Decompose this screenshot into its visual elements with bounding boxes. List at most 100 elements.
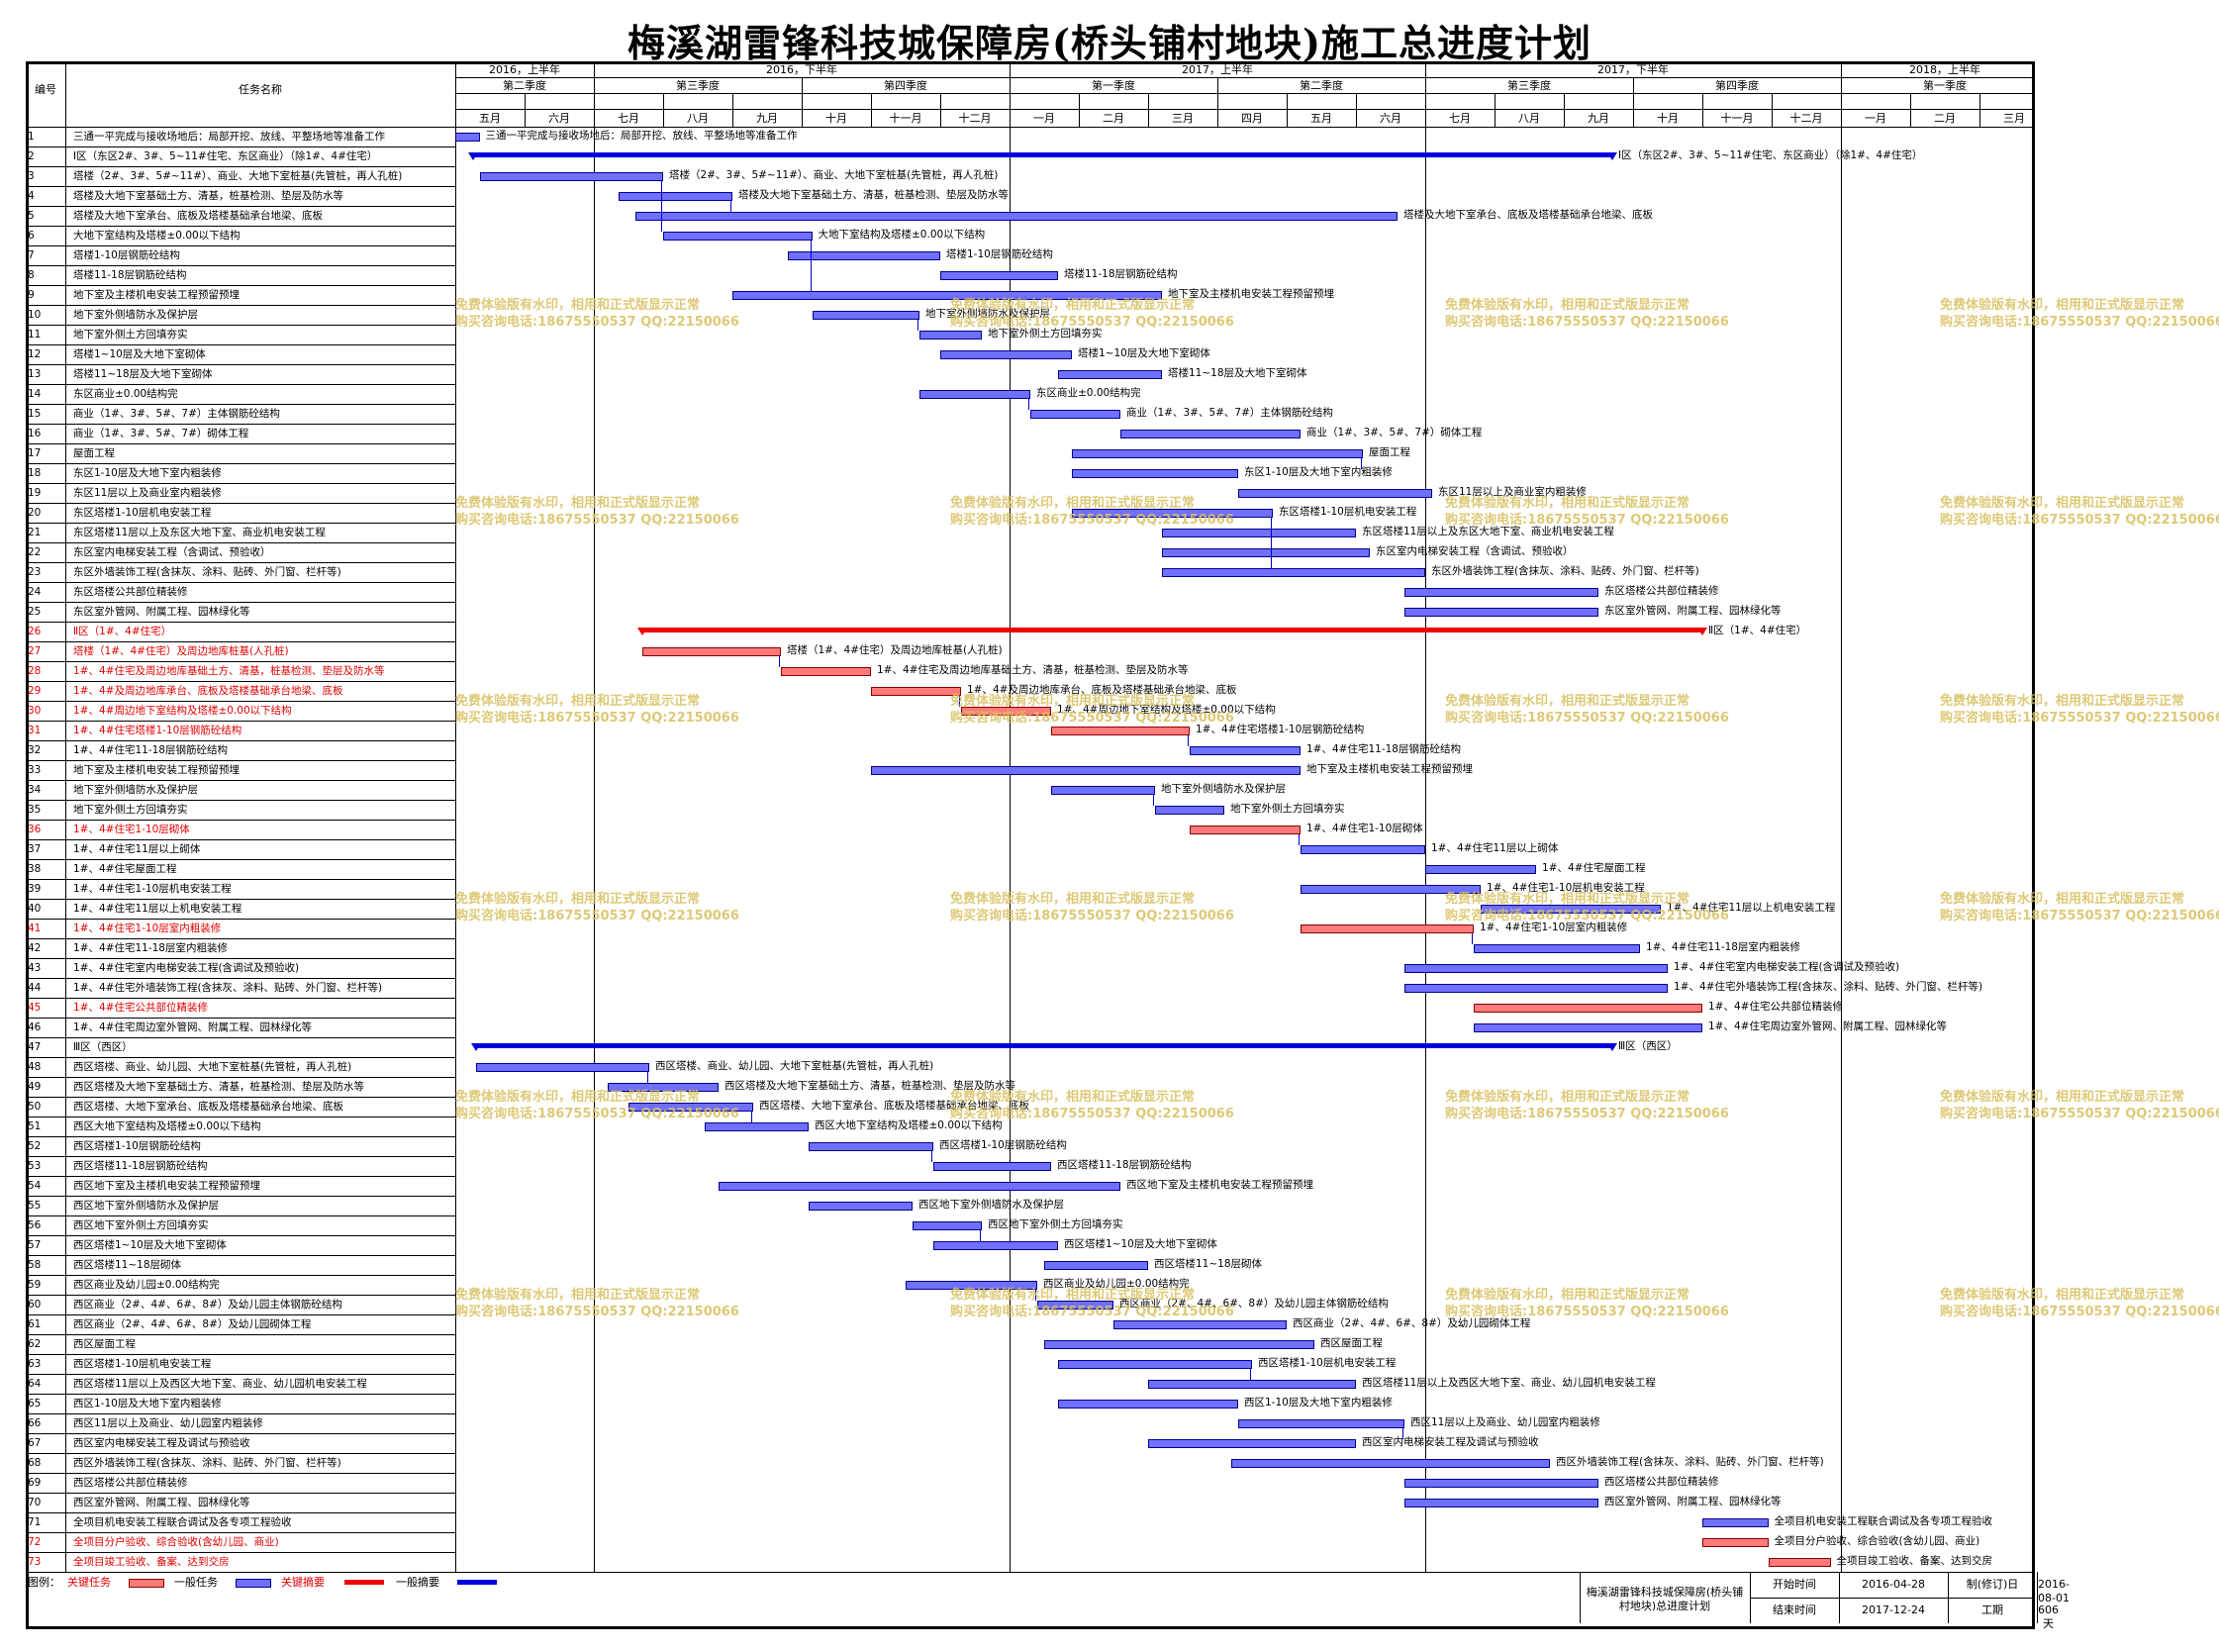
- critical-task-bar[interactable]: [1768, 1558, 1831, 1567]
- task-bar[interactable]: [1238, 1419, 1404, 1428]
- task-name[interactable]: Ⅱ区（1#、4#住宅）: [73, 626, 172, 637]
- task-name[interactable]: 塔楼及大地下室承台、底板及塔楼基础承台地梁、底板: [73, 210, 323, 222]
- task-name[interactable]: 1#、4#住宅1-10层砌体: [73, 824, 190, 835]
- task-name[interactable]: 东区室内电梯安装工程（含调试、预验收）: [73, 546, 271, 558]
- summary-bar[interactable]: [476, 1043, 1612, 1048]
- task-bar[interactable]: [618, 192, 732, 201]
- task-bar[interactable]: [1072, 469, 1238, 478]
- task-bar[interactable]: [1425, 865, 1536, 874]
- task-name[interactable]: 西区室内电梯安装工程及调试与预验收: [73, 1437, 250, 1449]
- task-name[interactable]: 西区塔楼、大地下室承台、底板及塔楼基础承台地梁、底板: [73, 1101, 343, 1113]
- task-name[interactable]: 1#、4#住宅及周边地库基础土方、清基，桩基检测、垫层及防水等: [73, 665, 385, 677]
- task-name[interactable]: 西区商业（2#、4#、6#、8#）及幼儿园主体钢筋砼结构: [73, 1299, 342, 1311]
- task-bar[interactable]: [719, 1182, 1120, 1191]
- task-name[interactable]: 东区商业±0.00结构完: [73, 388, 178, 400]
- task-name[interactable]: 1#、4#周边地下室结构及塔楼±0.00以下结构: [73, 705, 292, 717]
- task-name[interactable]: 塔楼11~18层及大地下室砌体: [73, 368, 213, 380]
- task-bar[interactable]: [1058, 370, 1162, 379]
- task-bar[interactable]: [1404, 588, 1598, 597]
- task-name[interactable]: 西区塔楼11-18层钢筋砼结构: [73, 1160, 208, 1172]
- task-name[interactable]: 1#、4#住宅11-18层室内粗装修: [73, 942, 228, 954]
- task-name[interactable]: 西区塔楼1~10层及大地下室砌体: [73, 1239, 227, 1251]
- task-name[interactable]: 东区塔楼11层以上及东区大地下室、商业机电安装工程: [73, 527, 326, 538]
- task-name[interactable]: 西区塔楼11层以上及西区大地下室、商业、幼儿园机电安装工程: [73, 1378, 367, 1390]
- task-bar[interactable]: [871, 766, 1301, 775]
- task-name[interactable]: 西区塔楼、商业、幼儿园、大地下室桩基(先管桩，再人孔桩): [73, 1061, 352, 1073]
- task-name[interactable]: 西区塔楼及大地下室基础土方、清基，桩基检测、垫层及防水等: [73, 1081, 364, 1093]
- task-name[interactable]: Ⅲ区（西区）: [73, 1041, 133, 1053]
- task-name[interactable]: 西区塔楼1-10层钢筋砼结构: [73, 1140, 201, 1152]
- task-bar[interactable]: [1404, 608, 1598, 617]
- task-bar[interactable]: [788, 251, 940, 260]
- task-bar[interactable]: [933, 1241, 1058, 1250]
- task-name[interactable]: 1#、4#住宅外墙装饰工程(含抹灰、涂料、贴砖、外门窗、栏杆等): [73, 982, 383, 994]
- task-bar[interactable]: [1072, 449, 1363, 458]
- task-name[interactable]: 全项目竣工验收、备案、达到交房: [73, 1556, 230, 1568]
- task-bar[interactable]: [1072, 509, 1273, 518]
- task-bar[interactable]: [809, 1202, 913, 1211]
- task-bar[interactable]: [940, 350, 1072, 359]
- task-bar[interactable]: [1058, 1360, 1252, 1369]
- task-name[interactable]: 东区室外管网、附属工程、园林绿化等: [73, 606, 250, 618]
- task-bar[interactable]: [1155, 806, 1224, 815]
- task-name[interactable]: 西区地下室及主楼机电安装工程预留预埋: [73, 1180, 260, 1192]
- task-bar[interactable]: [1148, 1380, 1356, 1389]
- task-name[interactable]: 塔楼1-10层钢筋砼结构: [73, 249, 180, 261]
- task-bar[interactable]: [913, 1221, 982, 1230]
- task-bar[interactable]: [1058, 1400, 1238, 1409]
- task-bar[interactable]: [906, 1281, 1037, 1290]
- task-bar[interactable]: [1051, 786, 1155, 795]
- task-name[interactable]: 西区商业（2#、4#、6#、8#）及幼儿园砌体工程: [73, 1318, 312, 1330]
- task-name[interactable]: 地下室外侧土方回填夯实: [73, 804, 188, 816]
- task-bar[interactable]: [628, 1103, 753, 1112]
- task-name[interactable]: Ⅰ区（东区2#、3#、5~11#住宅、东区商业）（除1#、4#住宅）: [73, 150, 378, 162]
- task-bar[interactable]: [1148, 1439, 1356, 1448]
- task-bar[interactable]: [1238, 489, 1432, 498]
- task-bar[interactable]: [1481, 905, 1661, 914]
- task-name[interactable]: 大地下室结构及塔楼±0.00以下结构: [73, 230, 241, 242]
- task-name[interactable]: 塔楼（2#、3#、5#~11#）、商业、大地下室桩基(先管桩，再人孔桩): [73, 170, 403, 182]
- task-bar[interactable]: [1162, 568, 1425, 577]
- critical-task-bar[interactable]: [871, 687, 961, 696]
- task-bar[interactable]: [455, 133, 480, 142]
- task-name[interactable]: 1#、4#住宅周边室外管网、附属工程、园林绿化等: [73, 1021, 312, 1033]
- critical-task-bar[interactable]: [961, 707, 1051, 716]
- task-name[interactable]: 1#、4#住宅11-18层钢筋砼结构: [73, 744, 228, 756]
- task-name[interactable]: 1#、4#住宅塔楼1-10层钢筋砼结构: [73, 725, 242, 736]
- task-bar[interactable]: [705, 1122, 809, 1131]
- task-bar[interactable]: [919, 390, 1030, 399]
- task-name[interactable]: 1#、4#住宅屋面工程: [73, 863, 177, 875]
- task-bar[interactable]: [940, 271, 1058, 280]
- task-bar[interactable]: [1037, 1301, 1113, 1310]
- task-name[interactable]: 1#、4#住宅室内电梯安装工程(含调试及预验收): [73, 962, 300, 974]
- task-name[interactable]: 商业（1#、3#、5#、7#）主体钢筋砼结构: [73, 408, 280, 420]
- task-bar[interactable]: [1474, 1023, 1702, 1032]
- task-name[interactable]: 塔楼11-18层钢筋砼结构: [73, 269, 187, 281]
- summary-bar[interactable]: [642, 628, 1702, 632]
- task-name[interactable]: 地下室及主楼机电安装工程预留预埋: [73, 764, 240, 776]
- task-name[interactable]: 1#、4#住宅11层以上砌体: [73, 843, 201, 855]
- task-bar[interactable]: [1301, 885, 1481, 894]
- task-bar[interactable]: [1190, 746, 1301, 755]
- task-name[interactable]: 西区商业及幼儿园±0.00结构完: [73, 1279, 220, 1291]
- critical-task-bar[interactable]: [1301, 924, 1474, 933]
- task-name[interactable]: 塔楼1~10层及大地下室砌体: [73, 348, 206, 360]
- task-bar[interactable]: [1162, 548, 1370, 557]
- task-name[interactable]: 1#、4#住宅1-10层机电安装工程: [73, 883, 232, 895]
- task-name[interactable]: 西区塔楼公共部位精装修: [73, 1477, 188, 1489]
- task-bar[interactable]: [1231, 1459, 1550, 1468]
- task-name[interactable]: 东区塔楼1-10层机电安装工程: [73, 507, 212, 519]
- task-bar[interactable]: [1030, 410, 1120, 419]
- task-bar[interactable]: [1162, 529, 1356, 537]
- task-name[interactable]: 商业（1#、3#、5#、7#）砌体工程: [73, 428, 249, 439]
- task-name[interactable]: 地下室外侧墙防水及保护层: [73, 784, 198, 796]
- task-name[interactable]: 西区室外管网、附属工程、园林绿化等: [73, 1497, 250, 1508]
- task-name[interactable]: 塔楼及大地下室基础土方、清基，桩基检测、垫层及防水等: [73, 190, 343, 202]
- task-bar[interactable]: [1474, 944, 1640, 953]
- task-bar[interactable]: [1404, 1479, 1598, 1488]
- task-name[interactable]: 西区屋面工程: [73, 1338, 136, 1350]
- critical-task-bar[interactable]: [781, 667, 871, 676]
- task-name[interactable]: 东区外墙装饰工程(含抹灰、涂料、贴砖、外门窗、栏杆等): [73, 566, 341, 578]
- task-bar[interactable]: [1120, 430, 1301, 438]
- task-bar[interactable]: [919, 331, 982, 340]
